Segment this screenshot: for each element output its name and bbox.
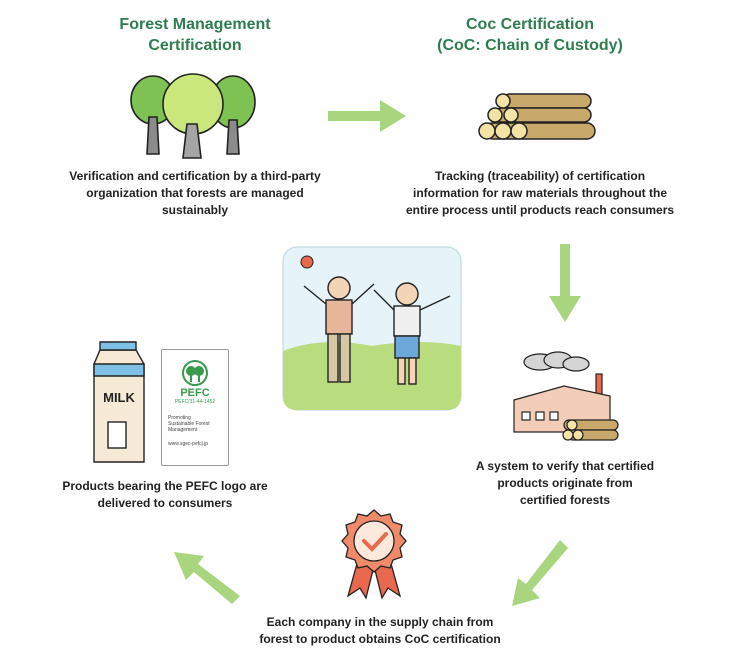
coc-description: Tracking (traceability) of certification… (400, 168, 680, 219)
factory-description: A system to verify that certified produc… (445, 458, 685, 509)
coc-desc-line3: entire process until products reach cons… (405, 203, 675, 217)
coc-title: Coc Certification (CoC: Chain of Custody… (420, 14, 640, 56)
certification-badge-icon (341, 509, 407, 600)
coc-title-line2: (CoC: Chain of Custody) (437, 37, 623, 54)
milk-carton-illustration: MILK (93, 341, 145, 463)
forest-desc-line3: sustainably (161, 203, 229, 217)
logs-illustration (478, 93, 596, 140)
happy-children-illustration (282, 246, 462, 411)
arrow-up-left (174, 552, 240, 604)
forest-title-line1: Forest Management (119, 16, 271, 33)
forest-desc-line2: organization that forests are managed (86, 186, 304, 200)
milk-label: MILK (103, 390, 135, 405)
factory-desc-line2: products originate from (497, 476, 633, 490)
forest-description: Verification and certification by a thir… (60, 168, 330, 219)
arrow-down-left (512, 540, 568, 606)
supply-desc-line1: Each company in the supply chain from (266, 615, 494, 629)
coc-desc-line1: Tracking (traceability) of certification (434, 169, 646, 183)
factory-desc-line3: certified forests (519, 493, 611, 507)
pefc-url: www.sgec-pefcj.jp (168, 441, 209, 447)
supply-chain-description: Each company in the supply chain from fo… (245, 614, 515, 648)
pefc-code: PEFC/31-44-1452 (174, 399, 216, 405)
pefc-brand: PEFC (180, 387, 210, 399)
pefc-line3: Management (168, 427, 198, 433)
consumer-desc-line1: Products bearing the PEFC logo are (62, 479, 268, 493)
coc-desc-line2: information for raw materials throughout… (412, 186, 667, 200)
forest-desc-line1: Verification and certification by a thir… (69, 169, 321, 183)
supply-desc-line2: forest to product obtains CoC certificat… (259, 632, 501, 646)
arrow-down (549, 244, 581, 322)
pefc-label-card: PEFC PEFC/31-44-1452 Promoting Sustainab… (161, 349, 229, 466)
forest-trees-illustration (130, 73, 256, 159)
forest-title-line2: Certification (148, 37, 242, 54)
arrow-right (328, 100, 406, 132)
factory-desc-line1: A system to verify that certified (475, 459, 655, 473)
forest-title: Forest Management Certification (95, 14, 295, 56)
factory-illustration (513, 351, 619, 441)
pefc-tree-logo-icon (182, 360, 208, 386)
pefc-line1: Promoting (168, 415, 191, 421)
consumer-description: Products bearing the PEFC logo are deliv… (40, 478, 290, 512)
consumer-desc-line2: delivered to consumers (97, 496, 233, 510)
pefc-line2: Sustainable Forest (168, 421, 210, 427)
coc-title-line1: Coc Certification (465, 16, 594, 33)
